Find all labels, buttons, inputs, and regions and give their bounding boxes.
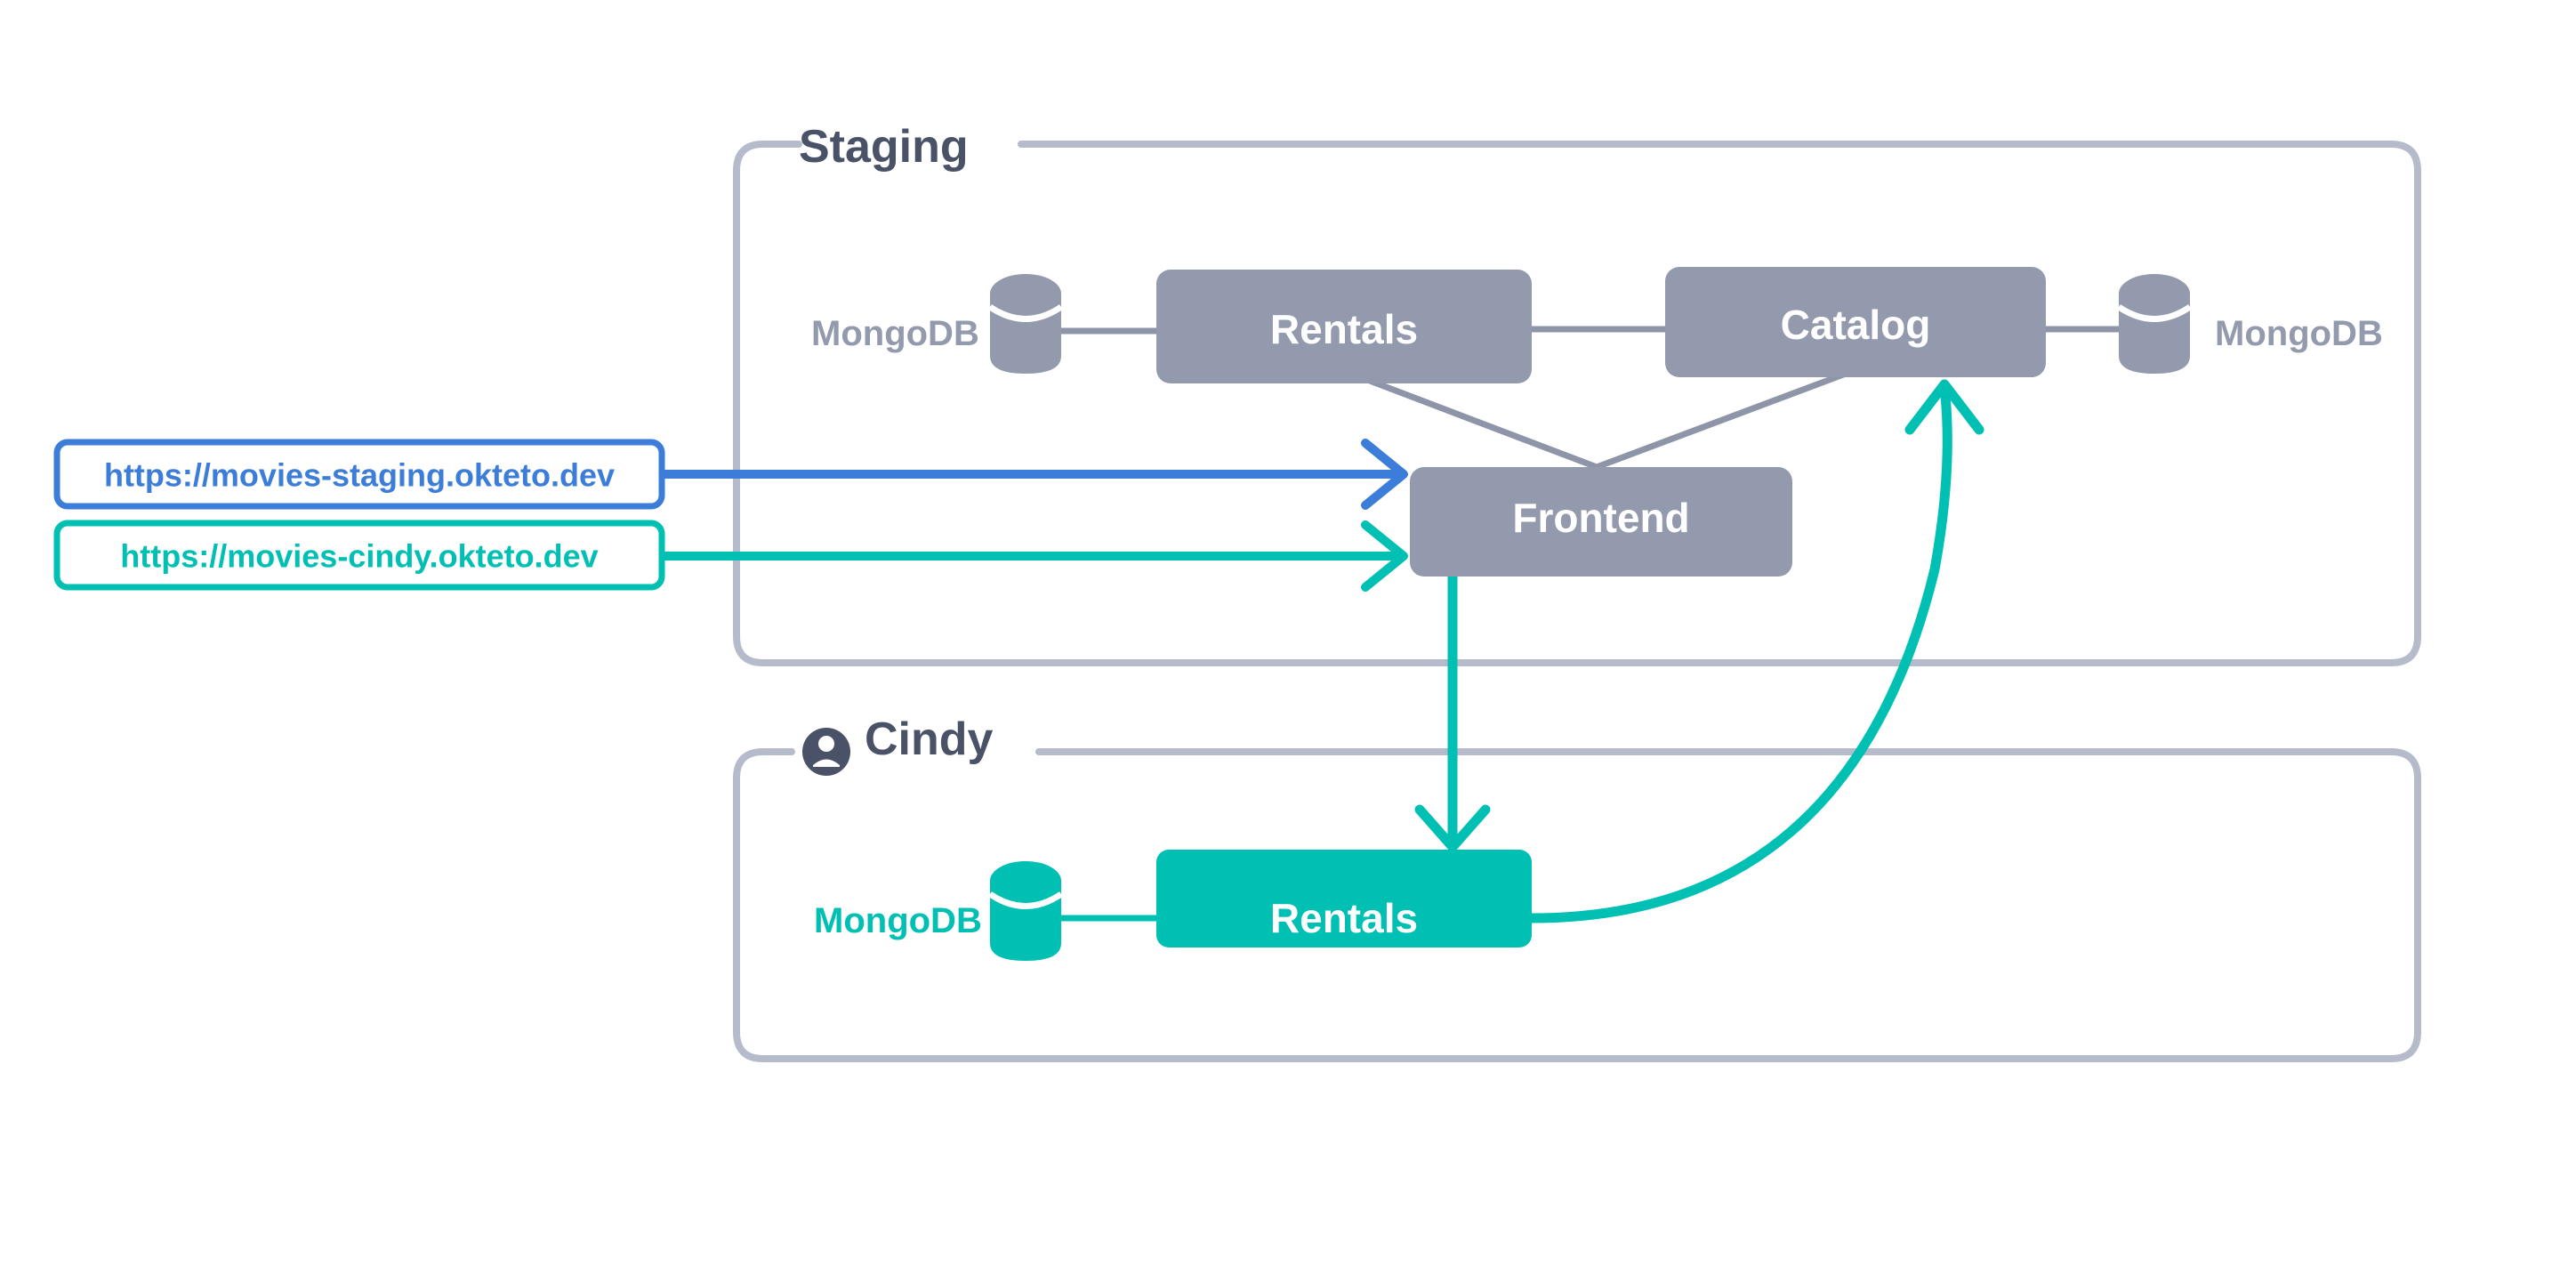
namespace-staging: Staging [733, 121, 2421, 666]
db-staging-mongo-right: MongoDB [2117, 274, 2383, 374]
endpoint-url-staging[interactable]: https://movies-staging.okteto.dev [53, 439, 1408, 510]
namespace-staging-border [733, 141, 2421, 666]
endpoint-url-staging-text: https://movies-staging.okteto.dev [104, 457, 615, 494]
arrowhead-down-rentals [1414, 804, 1491, 852]
arrowhead-right-frontend-blue [1361, 439, 1408, 510]
db-cindy-mongo-label: MongoDB [814, 901, 982, 940]
db-staging-mongo-left: MongoDB [811, 274, 1063, 374]
namespace-cindy-border [733, 748, 2421, 1062]
db-staging-mongo-left-label: MongoDB [811, 314, 979, 353]
endpoint-url-cindy-text: https://movies-cindy.okteto.dev [120, 538, 598, 575]
connector-cindy-rentals-to-catalog [1526, 379, 1984, 923]
service-cindy-rentals[interactable]: Rentals [1156, 850, 1532, 947]
service-cindy-rentals-label: Rentals [1270, 895, 1418, 941]
service-staging-frontend-label: Frontend [1512, 495, 1689, 541]
connector-group-gray [1061, 326, 2119, 922]
arrowhead-right-frontend-teal [1361, 520, 1408, 592]
namespace-cindy-title: Cindy [865, 714, 994, 765]
service-staging-rentals-label: Rentals [1270, 306, 1418, 352]
service-staging-rentals[interactable]: Rentals [1156, 270, 1532, 383]
service-staging-catalog-label: Catalog [1781, 302, 1931, 348]
endpoint-url-cindy[interactable]: https://movies-cindy.okteto.dev [53, 520, 1408, 592]
connector-rentals-to-frontend [1368, 377, 1598, 471]
namespace-cindy: Cindy [733, 714, 2421, 1062]
service-staging-catalog[interactable]: Catalog [1665, 267, 2046, 377]
arrowhead-up-catalog [1904, 379, 1984, 435]
db-staging-mongo-right-label: MongoDB [2215, 314, 2383, 353]
service-staging-frontend[interactable]: Frontend [1410, 467, 1792, 577]
db-cindy-mongo: MongoDB [814, 861, 1063, 961]
namespace-staging-title: Staging [799, 121, 969, 173]
user-icon [802, 728, 850, 776]
connector-catalog-to-frontend [1595, 370, 1847, 471]
connector-frontend-to-cindy-rentals [1414, 577, 1491, 852]
